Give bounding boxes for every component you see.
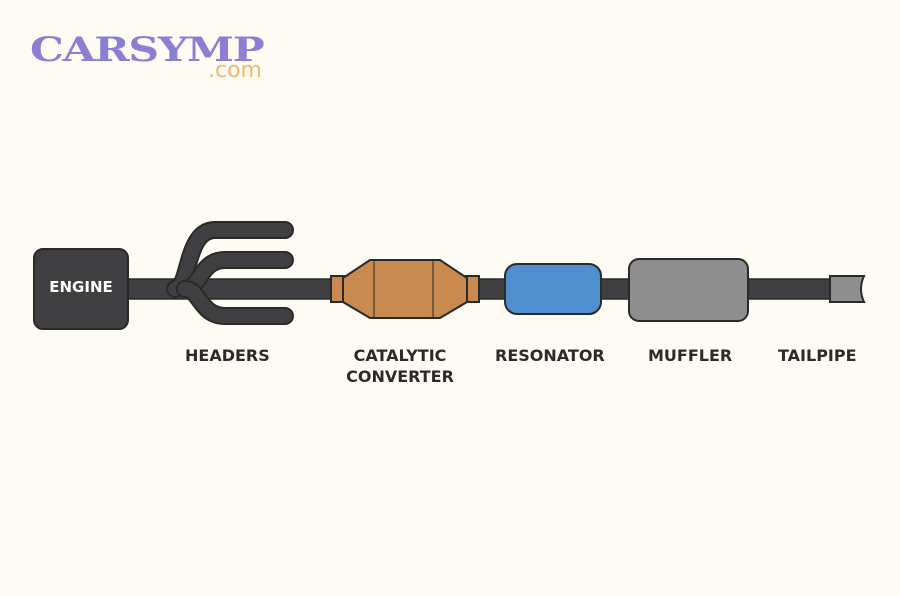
logo-main-text: CARSYMP [30, 30, 265, 70]
catalytic-converter-shape [330, 259, 480, 319]
catalytic-converter-label-line1: CATALYTIC [353, 346, 447, 365]
headers-shape [166, 221, 294, 325]
engine-label: ENGINE [49, 278, 113, 296]
muffler-label: MUFFLER [648, 346, 733, 365]
logo-sub-text: .com [208, 58, 262, 83]
catalytic-converter-label-line2: CONVERTER [346, 367, 454, 386]
carsymp-logo: CARSYMP .com [30, 30, 280, 85]
tailpipe-label: TAILPIPE [778, 346, 857, 365]
tailpipe-tip-shape [829, 275, 866, 303]
headers-label: HEADERS [185, 346, 270, 365]
resonator-label: RESONATOR [495, 346, 605, 365]
muffler-shape [628, 258, 749, 322]
resonator-shape [504, 263, 602, 315]
engine-block [33, 248, 129, 330]
catalytic-converter-label: CATALYTIC CONVERTER [340, 345, 460, 387]
